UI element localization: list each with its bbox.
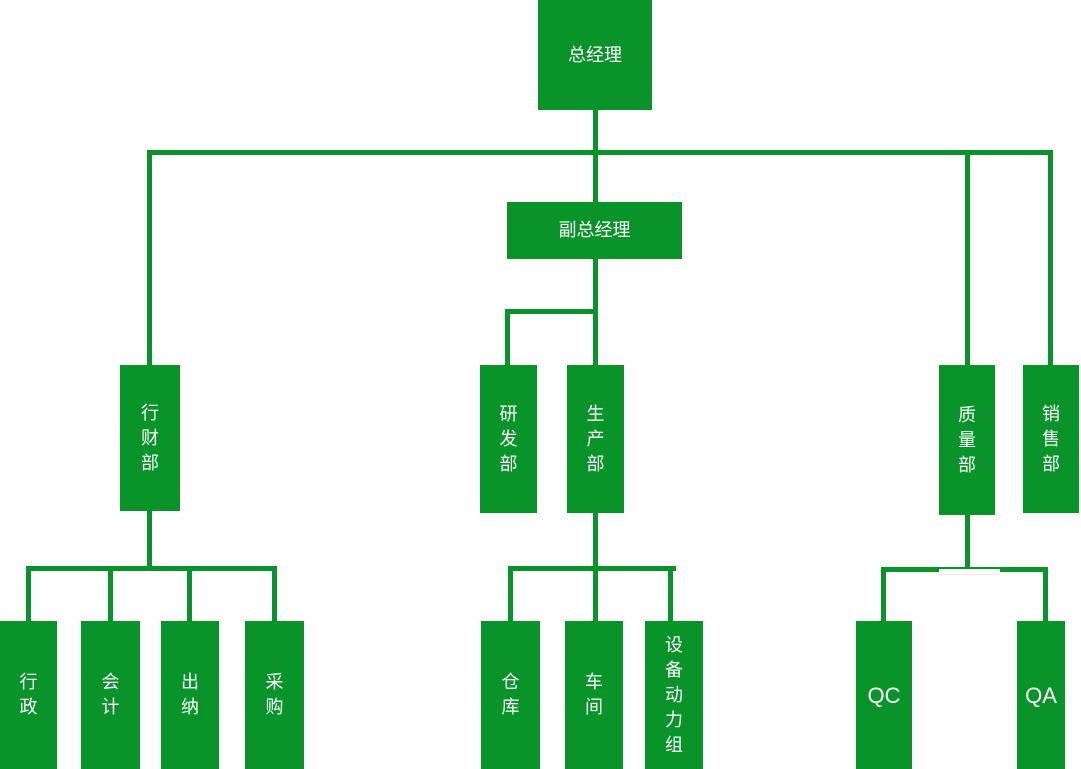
- connector-to-qa: [1043, 567, 1048, 621]
- node-workshop: 车间: [565, 621, 623, 769]
- connector-to-admin: [26, 566, 31, 621]
- node-rd-dept: 研发部: [480, 365, 537, 513]
- node-qc: QC: [856, 621, 912, 769]
- node-production-dept: 生产部: [567, 365, 624, 513]
- node-accounting: 会计: [81, 621, 140, 769]
- node-label: 设备动力组: [665, 634, 683, 755]
- connector-production-rail: [508, 566, 676, 571]
- connector-to-accounting: [108, 566, 113, 621]
- connector-rail-to-admin-finance: [147, 150, 152, 365]
- node-label: 车间: [585, 672, 603, 717]
- connector-branch-to-rd: [505, 309, 510, 365]
- node-label: QA: [1025, 682, 1057, 708]
- connector-to-qc: [881, 567, 886, 621]
- node-deputy-general-manager: 副总经理: [507, 202, 682, 259]
- connector-to-cashier: [187, 566, 192, 621]
- node-qa: QA: [1017, 621, 1065, 769]
- node-warehouse: 仓库: [481, 621, 540, 769]
- node-cashier: 出纳: [161, 621, 219, 769]
- connector-to-procurement: [272, 566, 277, 621]
- connector-gm-to-dgm-vertical: [593, 110, 598, 202]
- node-label: 副总经理: [558, 220, 631, 240]
- connector-to-warehouse: [508, 566, 513, 621]
- hidden-node-artifact: [939, 569, 1000, 575]
- node-general-manager: 总经理: [538, 0, 652, 110]
- node-label: QC: [867, 682, 901, 708]
- connector-rail-to-quality: [965, 150, 970, 365]
- node-admin-finance-dept: 行财部: [120, 365, 180, 511]
- node-sales-dept: 销售部: [1023, 365, 1079, 513]
- connector-quality-down: [965, 512, 970, 567]
- connector-to-equipment-power: [668, 566, 673, 621]
- node-procurement: 采购: [245, 621, 304, 769]
- node-label: 研发部: [499, 403, 518, 474]
- node-label: 总经理: [568, 44, 622, 65]
- node-admin: 行政: [0, 621, 57, 769]
- node-quality-dept: 质量部: [939, 365, 995, 515]
- connector-main-rail-horizontal: [147, 150, 1053, 155]
- node-equipment-power-group: 设备动力组: [645, 621, 703, 769]
- node-label: 出纳: [181, 672, 199, 717]
- connector-dgm-branch-horizontal: [505, 309, 598, 314]
- connector-rail-to-sales: [1048, 150, 1053, 365]
- node-label: 销售部: [1042, 403, 1060, 474]
- connector-admin-finance-down: [147, 511, 152, 571]
- node-label: 仓库: [501, 672, 520, 717]
- node-label: 会计: [101, 672, 120, 717]
- node-label: 生产部: [586, 403, 605, 474]
- node-label: 采购: [265, 672, 284, 717]
- node-label: 行财部: [141, 402, 159, 473]
- connector-admin-finance-rail: [26, 566, 277, 571]
- node-label: 质量部: [958, 404, 976, 475]
- node-label: 行政: [19, 672, 38, 717]
